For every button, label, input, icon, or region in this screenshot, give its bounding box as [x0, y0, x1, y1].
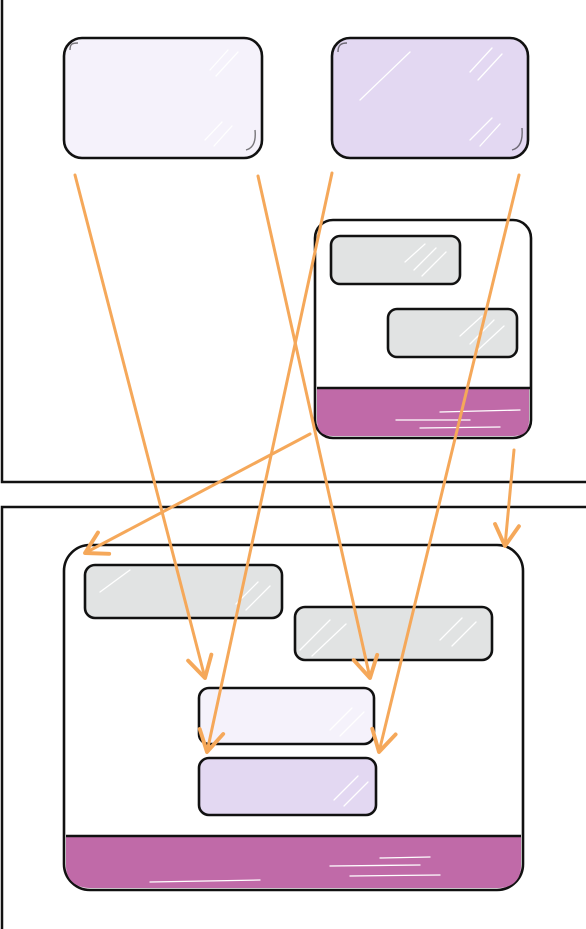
arrow-light-lavender-to-bottom [73, 173, 214, 680]
bottom-magenta-footer-band [66, 834, 521, 888]
top-container-box [313, 218, 533, 440]
top-lavender-box [330, 36, 530, 160]
bottom-gray-box-2 [293, 605, 494, 662]
arrow-container-to-container-right [493, 448, 521, 548]
top-light-lavender-box [62, 36, 264, 160]
arrow-lavender-to-lavender [370, 173, 521, 754]
top-gray-box-2 [386, 307, 519, 359]
arrow-lavender-to-bottom [197, 171, 334, 754]
bottom-lavender-box [197, 756, 378, 817]
bottom-container-box [62, 543, 525, 892]
arrow-container-to-container-left [83, 432, 312, 556]
top-magenta-footer-band [317, 386, 531, 436]
bottom-light-lavender-box [197, 686, 376, 746]
arrow-light-lavender-to-gray-2 [256, 174, 380, 680]
transition-arrows [73, 171, 521, 754]
top-gray-box-1 [329, 234, 462, 286]
